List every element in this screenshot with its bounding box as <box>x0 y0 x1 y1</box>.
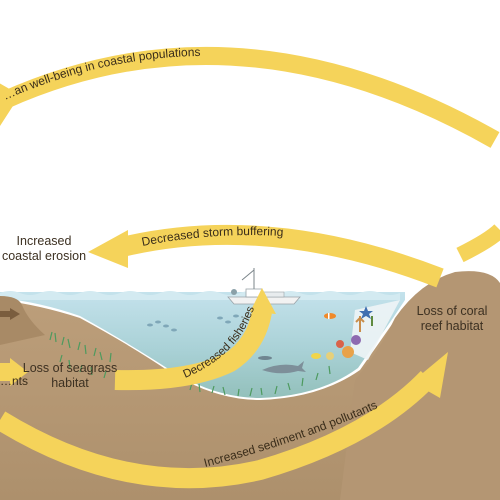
label-coral-line1: Loss of coral <box>417 304 488 318</box>
label-erosion-line2: coastal erosion <box>2 249 86 263</box>
arrow-fisheries <box>114 288 276 391</box>
shark-icon <box>262 361 306 374</box>
coral-cluster <box>326 316 373 360</box>
ray-icon <box>258 356 272 360</box>
water-surface-wave <box>0 291 400 300</box>
arrow-seagrass-left <box>0 358 28 386</box>
yellow-fish-icon <box>311 353 321 359</box>
reef-slope-white <box>350 300 400 360</box>
arrow-storm-buffering <box>88 224 444 288</box>
label-seagrass-line1: Loss of seagrass <box>23 361 118 375</box>
label-coral-line2: reef habitat <box>421 319 484 333</box>
label-erosion-line1: Increased <box>17 234 72 248</box>
clownfish-icon <box>324 313 336 319</box>
arrow-label-left-cut: …nts <box>0 374 28 388</box>
fish-school <box>147 314 239 332</box>
arrow-erosion-brown <box>0 308 20 320</box>
left-shore <box>0 296 45 345</box>
arrow-human-wellbeing <box>0 46 500 148</box>
seagrass-bed <box>49 331 331 397</box>
arrow-right-return <box>456 224 500 263</box>
starfish-icon <box>359 306 373 319</box>
label-seagrass-line2: habitat <box>51 376 89 390</box>
arrow-sediment <box>0 352 448 489</box>
